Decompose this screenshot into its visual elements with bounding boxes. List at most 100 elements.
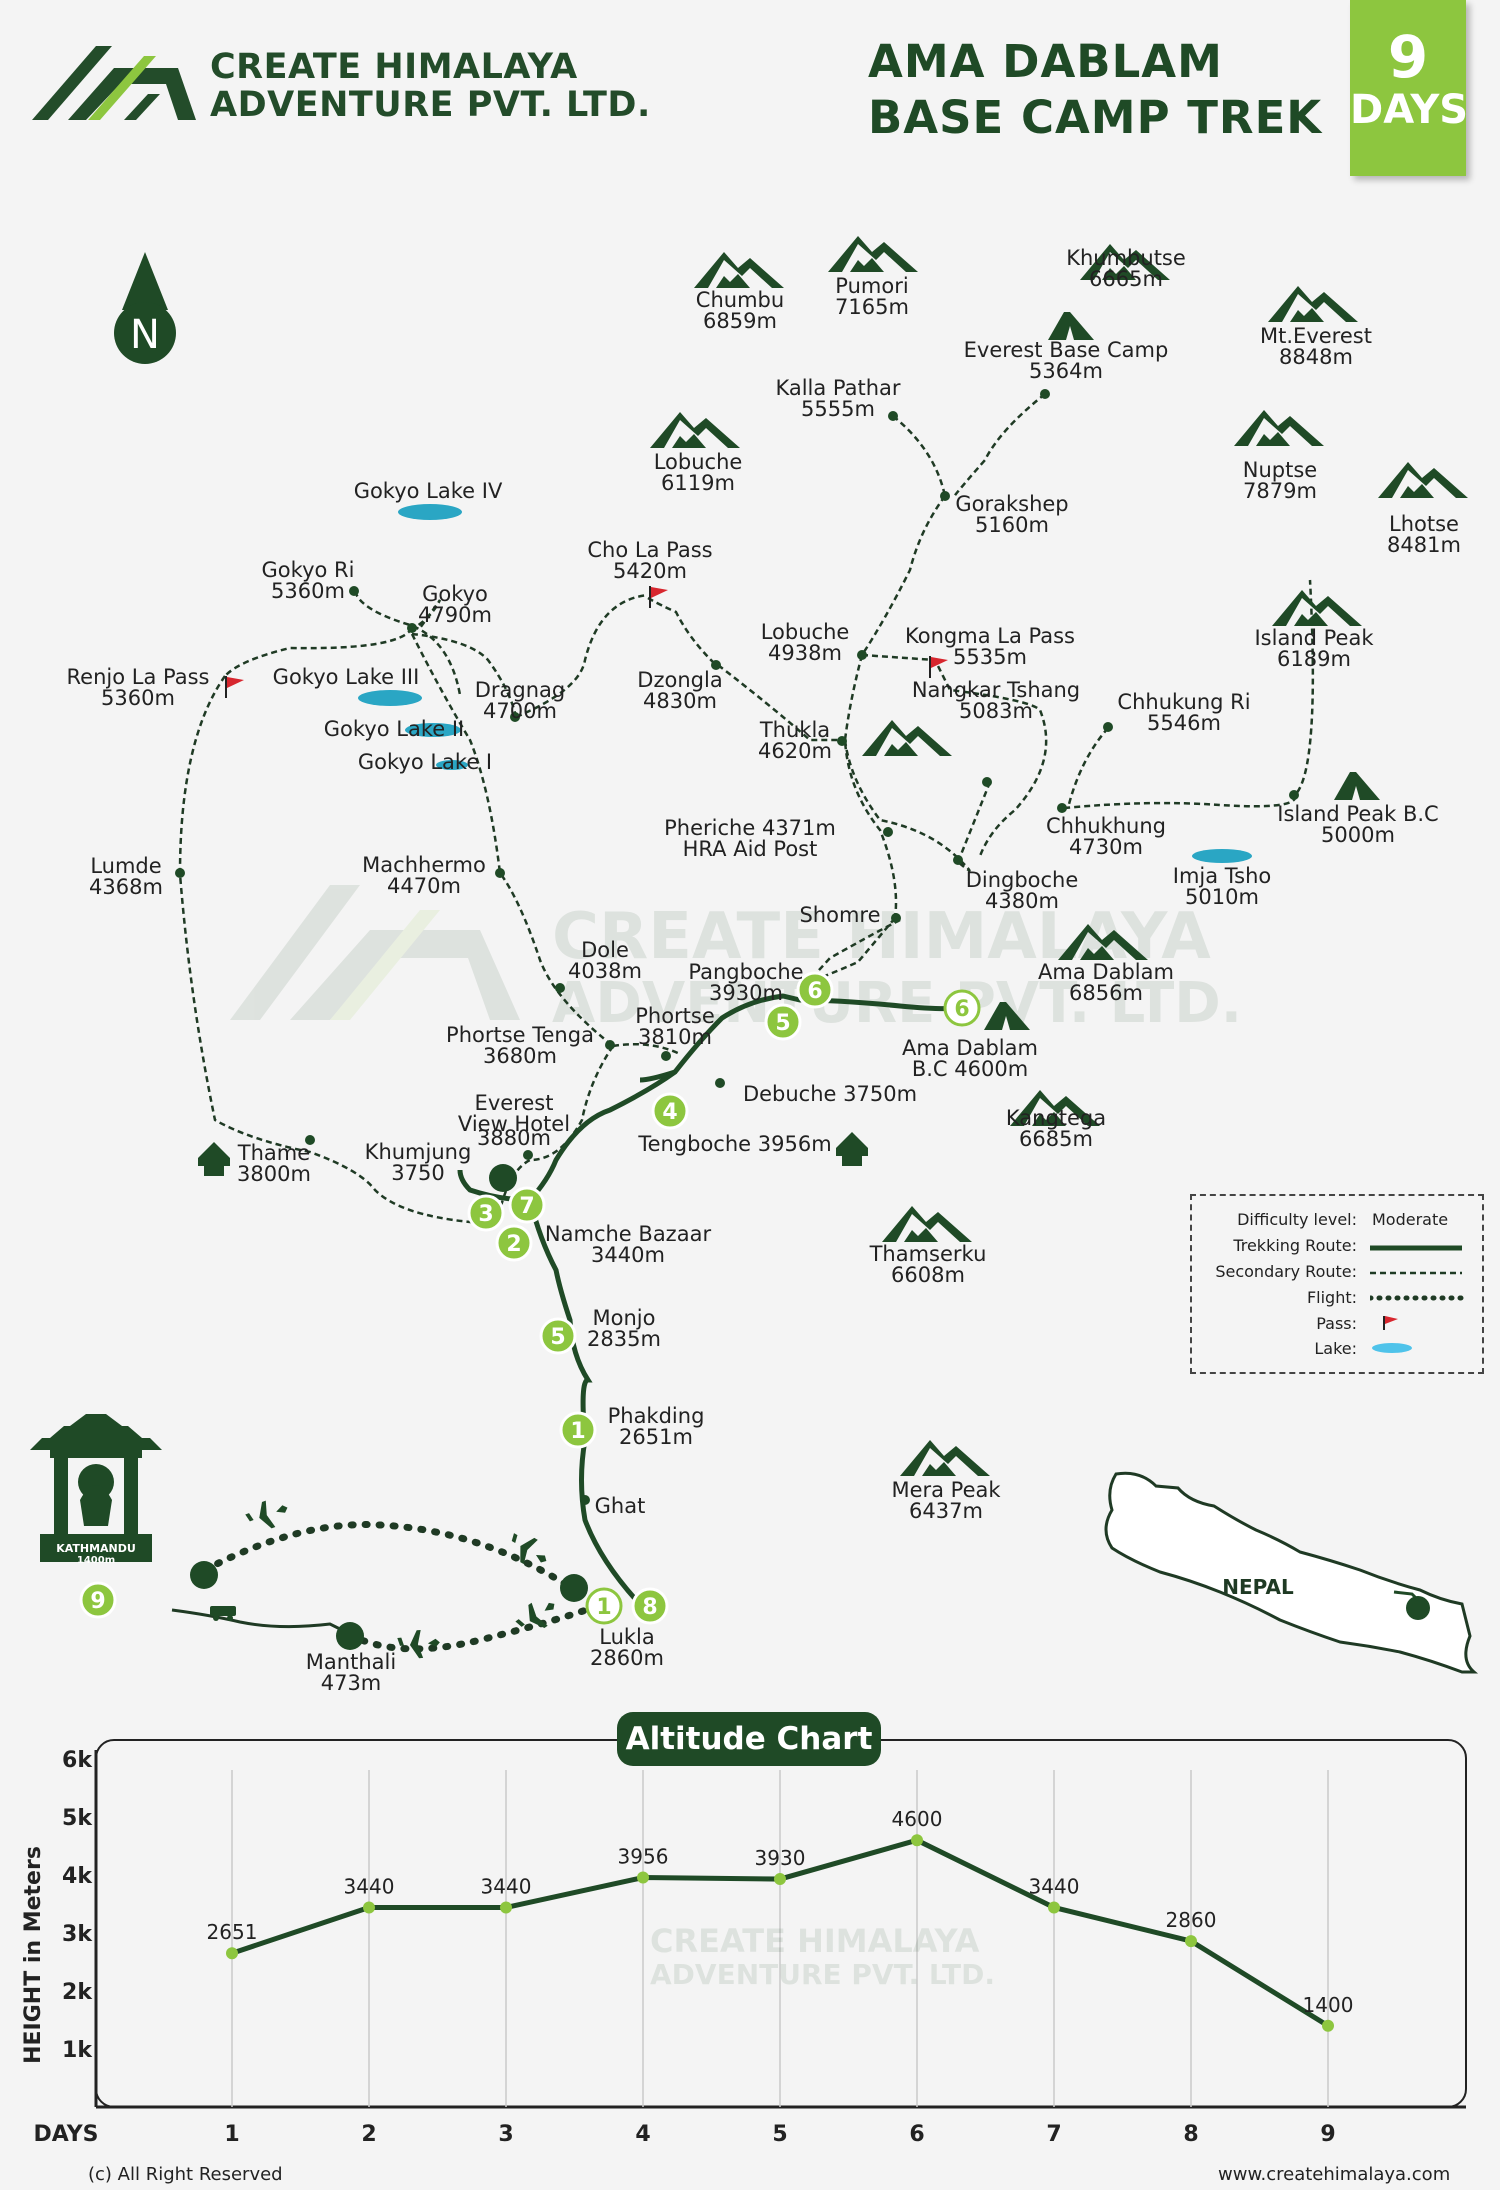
place-label: Ghat <box>510 1496 730 1517</box>
nepal-label: NEPAL <box>1222 1575 1294 1599</box>
place-label: Gokyo Lake II <box>284 719 504 740</box>
place-label-elevation: 5160m <box>975 513 1049 537</box>
place-label-name: Cho La Pass <box>587 538 713 562</box>
day-marker-label: 5 <box>775 1011 790 1036</box>
place-label-elevation: B.C 4600m <box>911 1057 1029 1081</box>
altitude-point <box>911 1834 923 1847</box>
place-label-elevation: 5010m <box>1185 885 1259 909</box>
mountain-label-name: Nuptse <box>1242 458 1318 482</box>
place-label-elevation: 4470m <box>387 874 461 898</box>
day-marker <box>764 1003 802 1041</box>
mountain-label-name: Lobuche <box>653 450 743 474</box>
watermark-line1: CREATE HIMALAYA <box>552 900 1211 974</box>
company-name-line1: CREATE HIMALAYA <box>210 47 578 87</box>
map-legend: Difficulty level: Moderate Trekking Rout… <box>1190 1194 1484 1374</box>
y-tick-label: 2k <box>62 1980 93 2005</box>
place-label-name: Phortse Tenga <box>446 1023 594 1047</box>
altitude-data-label: 3956 <box>618 1845 669 1869</box>
place-label-elevation: 3750 <box>391 1161 445 1185</box>
place-label-elevation: 4368m <box>89 875 163 899</box>
x-axis-label: DAYS <box>34 2122 99 2147</box>
place-label-name: Phakding <box>607 1404 705 1428</box>
x-tick-label: 7 <box>1046 2122 1061 2147</box>
mountain-label-name: Ama Dablam <box>1038 960 1174 984</box>
lake-gokyo-2 <box>405 723 461 737</box>
x-tick-label: 9 <box>1320 2122 1335 2147</box>
day-marker <box>585 1587 623 1625</box>
altitude-data-label: 4600 <box>892 1807 943 1831</box>
place-label: Debuche 3750m <box>720 1084 940 1105</box>
legend-lake: Lake: <box>1314 1339 1357 1358</box>
place-label-elevation: 3810m <box>638 1025 712 1049</box>
day-marker-label: 9 <box>90 1589 105 1614</box>
place-label-name: Monjo <box>592 1306 656 1330</box>
legend-secondary-route: Secondary Route: <box>1215 1262 1357 1281</box>
kathmandu-elev: 1400m <box>77 1555 115 1566</box>
place-label-elevation: 5420m <box>613 559 687 583</box>
place-label-name: Tengboche 3956m <box>638 1132 832 1156</box>
altitude-point <box>637 1871 649 1884</box>
place-label-elevation: 4700m <box>483 699 557 723</box>
place-label: Gokyo Lake III <box>236 667 456 688</box>
place-label-name: Lukla <box>599 1625 655 1649</box>
mountain-label-elevation: 7165m <box>835 295 909 319</box>
monastery-icon <box>836 1132 868 1166</box>
place-label-name: Gokyo Lake II <box>323 717 465 741</box>
day-marker <box>539 1317 577 1355</box>
day-marker-label: 2 <box>506 1232 521 1257</box>
place-label-name: Gokyo <box>422 582 488 606</box>
day-marker <box>559 1411 597 1449</box>
altitude-data-label: 1400 <box>1303 1993 1354 2017</box>
company-name: CREATE HIMALAYA ADVENTURE PVT. LTD. <box>210 48 651 124</box>
place-label-name: Everest <box>474 1091 554 1115</box>
mountain-label-elevation: 6665m <box>1089 267 1163 291</box>
place-label-name: Machhermo <box>362 853 486 877</box>
place-label-name: Pheriche 4371m <box>664 816 836 840</box>
place-label-name: Nangkar Tshang <box>911 678 1081 702</box>
place-label-elevation: 5555m <box>801 397 875 421</box>
altitude-data-label: 2651 <box>207 1920 258 1944</box>
copyright-text: (c) All Right Reserved <box>88 2164 283 2185</box>
lake-gokyo-3 <box>358 690 422 706</box>
altitude-data-label: 3440 <box>481 1874 532 1898</box>
place-label-name: Ghat <box>594 1494 646 1518</box>
trek-title-line1: AMA DABLAM <box>868 35 1223 88</box>
airport-icons <box>190 1164 588 1660</box>
kathmandu-gate-icon <box>30 1414 162 1562</box>
place-label-name: 3880m <box>477 1126 551 1150</box>
mountain-label-name: Mt.Everest <box>1260 324 1372 348</box>
mountain-label-elevation: 6856m <box>1069 981 1143 1005</box>
day-marker-label: 1 <box>596 1595 611 1620</box>
place-label: Tengboche 3956m <box>625 1134 845 1155</box>
altitude-point <box>226 1947 238 1960</box>
place-label-name: Ama Dablam <box>902 1036 1038 1060</box>
place-label-elevation: 3800m <box>237 1162 311 1186</box>
place-label-name: Renjo La Pass <box>66 665 210 689</box>
road-route <box>171 1608 351 1636</box>
chart-watermark-line1: CREATE HIMALAYA <box>650 1922 980 1960</box>
route-map: CREATE HIMALAYA ADVENTURE PVT. LTD. N <box>30 236 1479 1674</box>
